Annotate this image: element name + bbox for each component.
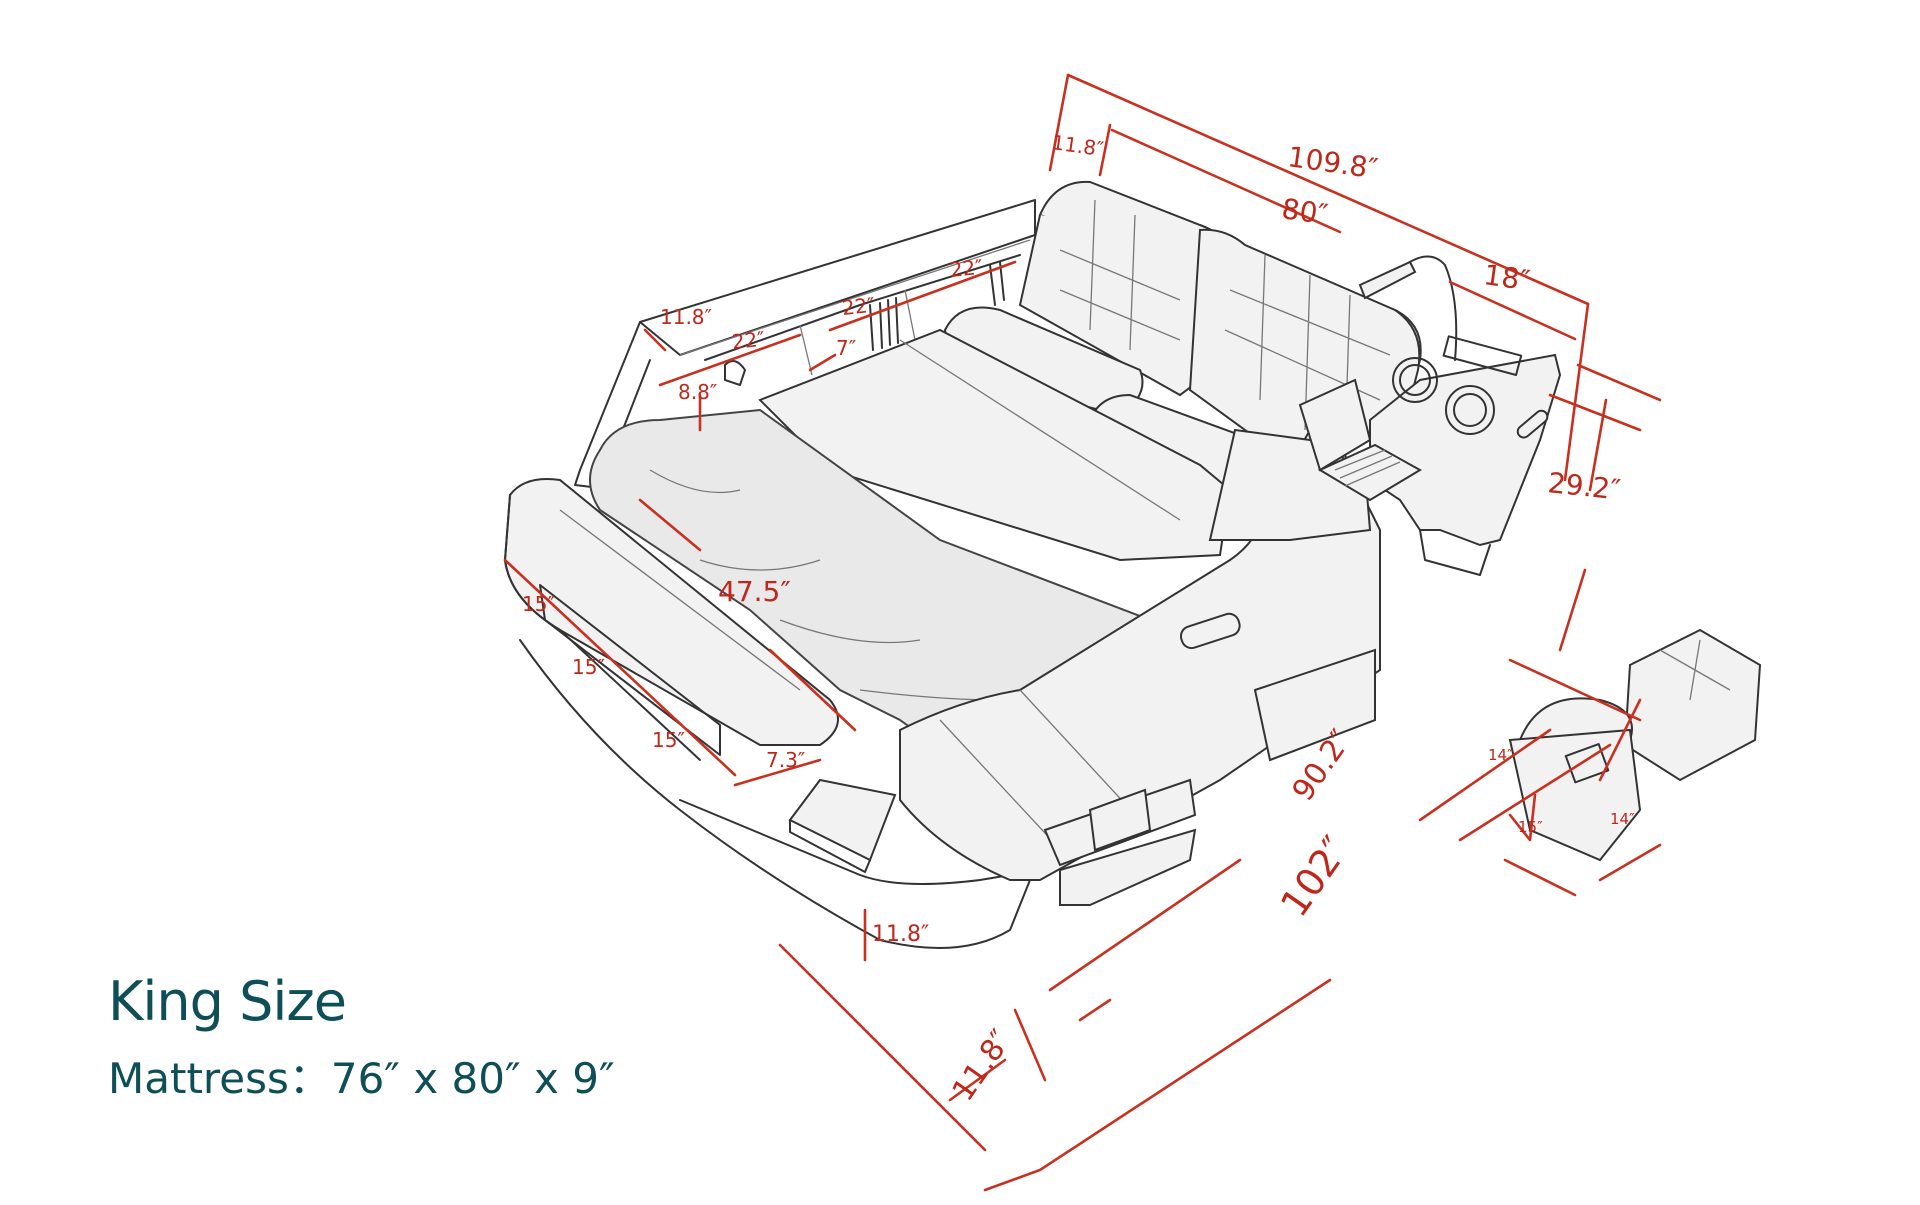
dim-shelf-depth: 11.8″ — [660, 305, 713, 329]
dim-ottoman-depth: 14″ — [1610, 810, 1635, 828]
ottomans — [1508, 628, 1762, 862]
dim-ottoman-height: 14″ — [1488, 746, 1513, 764]
dim-footboard-gap: 7.3″ — [766, 748, 806, 772]
headboard — [1018, 180, 1422, 472]
dim-footboard-seg-1: 15″ — [522, 592, 555, 616]
dim-shelf-height: 8.8″ — [678, 380, 718, 404]
dim-ottoman-width: 15″ — [1518, 818, 1543, 836]
dim-shelf-1: 22″ — [730, 326, 766, 354]
book — [788, 778, 897, 873]
mattress-size: Mattress：76″ x 80″ x 9″ — [108, 1054, 615, 1103]
dim-headboard-width: 80″ — [1279, 192, 1330, 232]
dimension-lines — [503, 73, 1662, 1192]
dim-nightstand-width: 18″ — [1481, 258, 1532, 298]
dim-footboard-seg-2: 15″ — [572, 655, 605, 679]
dim-footboard-seg-3: 15″ — [652, 728, 685, 752]
size-title: King Size — [108, 970, 347, 1033]
dim-shelf-divider: 7″ — [836, 336, 857, 360]
foot-bench — [503, 478, 839, 761]
dim-shelf-3: 22″ — [948, 254, 984, 282]
dim-shelf-2: 22″ — [840, 292, 876, 320]
dim-base-height: 11.8″ — [872, 922, 930, 947]
bed-base — [519, 428, 1381, 949]
side-drawers — [1043, 648, 1376, 906]
nightstand — [1298, 255, 1562, 576]
dim-bench-length: 47.5″ — [718, 575, 791, 608]
